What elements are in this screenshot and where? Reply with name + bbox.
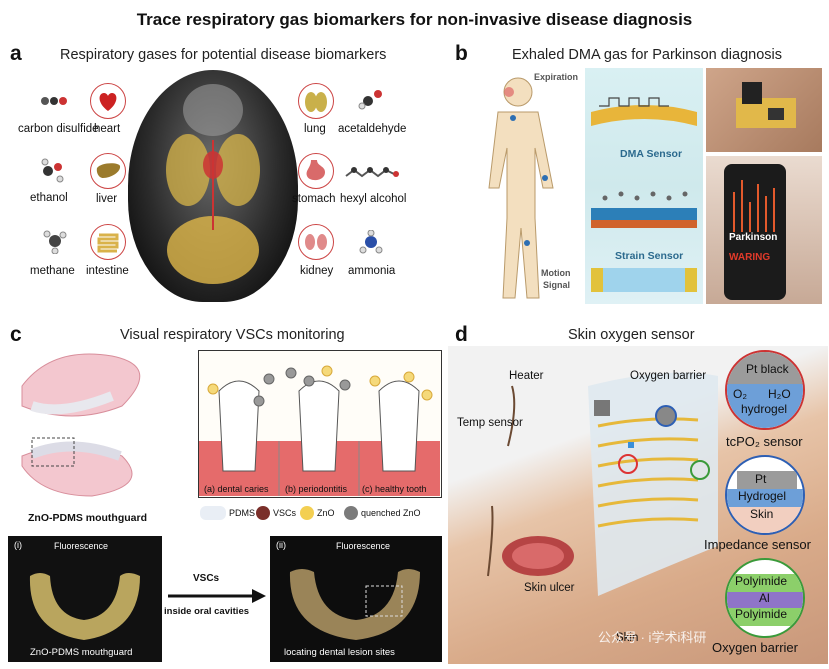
organ-label-liver: liver [96, 193, 118, 205]
pt-layer-label: Pt [755, 472, 767, 486]
vscs-legend-icon [256, 506, 270, 520]
stomach-icon [298, 153, 334, 189]
human-torso-illustration [128, 70, 298, 302]
organ-label-lung: lung [304, 123, 326, 135]
gas-label-carbon-disulfide: carbon disulfide [18, 123, 99, 135]
legend-pdms: PDMS [229, 508, 256, 518]
h2o-label: H₂O [768, 387, 791, 401]
sensor-schematic [585, 68, 703, 304]
legend-vscs: VSCs [273, 508, 297, 518]
gas-label-ethanol: ethanol [30, 192, 68, 204]
photo-i-title: Fluorescence [54, 541, 109, 551]
tcpo2-sensor-label: tcPO₂ sensor [726, 434, 803, 449]
kidney-icon [298, 224, 334, 260]
arrow-bottom-label: inside oral cavities [164, 606, 250, 617]
impedance-sensor-inset [725, 455, 805, 535]
warning-label: WARING [729, 252, 771, 263]
carbon-disulfide-molecule-icon [40, 92, 67, 110]
organs-graphic [166, 84, 260, 284]
heater-label: Heater [509, 370, 544, 382]
tooth-label-periodontitis: (b) periodontitis [285, 484, 348, 494]
mouthguard-label: ZnO-PDMS mouthguard [28, 512, 147, 524]
human-body-figure [473, 68, 583, 304]
figure-title: Trace respiratory gas biomarkers for non… [136, 10, 693, 29]
impedance-sensor-label: Impedance sensor [704, 537, 811, 552]
panel-c-label: c [10, 323, 22, 346]
temp-sensor-label: Temp sensor [457, 417, 523, 429]
o2-label: O₂ [733, 387, 747, 401]
expiration-label: Expiration [534, 72, 579, 82]
panel-d-title: Skin oxygen sensor [568, 327, 695, 343]
ethanol-molecule-icon [40, 157, 64, 183]
tooth-label-caries: (a) dental caries [204, 484, 269, 494]
gas-label-ammonia: ammonia [348, 265, 396, 277]
watermark: 公众号 · i学术i科研 [598, 630, 707, 645]
liver-icon [90, 153, 126, 189]
oxygen-barrier-bottom-label: Oxygen barrier [712, 640, 798, 655]
polyimide-top-label: Polyimide [735, 574, 788, 588]
organ-label-heart: heart [94, 123, 121, 135]
arrow-right-icon [168, 588, 266, 604]
oxygen-barrier-inset [725, 558, 805, 638]
lung-icon [298, 83, 334, 119]
hydrogel-layer-label: Hydrogel [738, 489, 787, 503]
photo-i-caption: ZnO-PDMS mouthguard [30, 647, 133, 658]
skin-ulcer-label: Skin ulcer [524, 582, 575, 594]
phone-alert-photo [706, 156, 822, 304]
intestine-icon [90, 224, 126, 260]
teeth-cross-section [198, 350, 442, 498]
denture-mouthguard-illustration [12, 346, 200, 506]
pdms-legend-icon [200, 506, 226, 520]
hydrogel-label: hydrogel [741, 402, 788, 416]
dma-sensor-label: DMA Sensor [620, 148, 683, 160]
parkinson-label: Parkinson [729, 232, 778, 243]
gas-label-methane: methane [30, 265, 75, 277]
photo-ii-title: Fluorescence [336, 541, 391, 551]
methane-molecule-icon [42, 228, 67, 255]
skin-label: Skin [616, 632, 639, 644]
wrist-device-photo [706, 68, 822, 152]
fluorescence-photo-i [8, 536, 162, 662]
gas-label-hexyl-alcohol: hexyl alcohol [340, 193, 407, 205]
motion-signal-label-1: Motion [541, 268, 571, 278]
strain-sensor-label: Strain Sensor [615, 250, 684, 262]
hexyl-alcohol-molecule-icon [342, 160, 402, 186]
tcpo2-sensor-inset [725, 350, 805, 430]
fluorescence-photo-ii [270, 536, 442, 662]
arrow-top-label: VSCs [193, 573, 220, 584]
al-layer-label: Al [759, 591, 770, 605]
acetaldehyde-molecule-icon [358, 86, 384, 112]
ammonia-molecule-icon [358, 229, 384, 256]
zno-legend-icon [300, 506, 314, 520]
skin-layer-label: Skin [750, 507, 774, 521]
photo-i-tag: (i) [14, 540, 22, 550]
panel-d-label: d [455, 323, 468, 346]
legend-quenched-zno: quenched ZnO [361, 508, 421, 518]
photo-ii-tag: (ii) [276, 540, 286, 550]
panel-b-label: b [455, 42, 468, 65]
panel-c-title: Visual respiratory VSCs monitoring [120, 327, 345, 343]
quenched-zno-legend-icon [344, 506, 358, 520]
panel-b-title: Exhaled DMA gas for Parkinson diagnosis [512, 47, 783, 63]
organ-label-stomach: stomach [292, 193, 336, 205]
motion-signal-label-2: Signal [543, 280, 571, 290]
heart-icon [90, 83, 126, 119]
legend-zno: ZnO [317, 508, 335, 518]
polyimide-bottom-label: Polyimide [735, 607, 788, 621]
photo-ii-caption: locating dental lesion sites [284, 647, 395, 658]
tooth-label-healthy: (c) healthy tooth [362, 484, 427, 494]
gas-label-acetaldehyde: acetaldehyde [338, 123, 407, 135]
organ-label-kidney: kidney [300, 265, 334, 277]
organ-label-intestine: intestine [86, 265, 129, 277]
pt-black-label: Pt black [746, 362, 789, 376]
oxygen-barrier-top-label: Oxygen barrier [630, 370, 707, 382]
panel-a-title: Respiratory gases for potential disease … [60, 47, 387, 63]
panel-a-label: a [10, 42, 22, 65]
